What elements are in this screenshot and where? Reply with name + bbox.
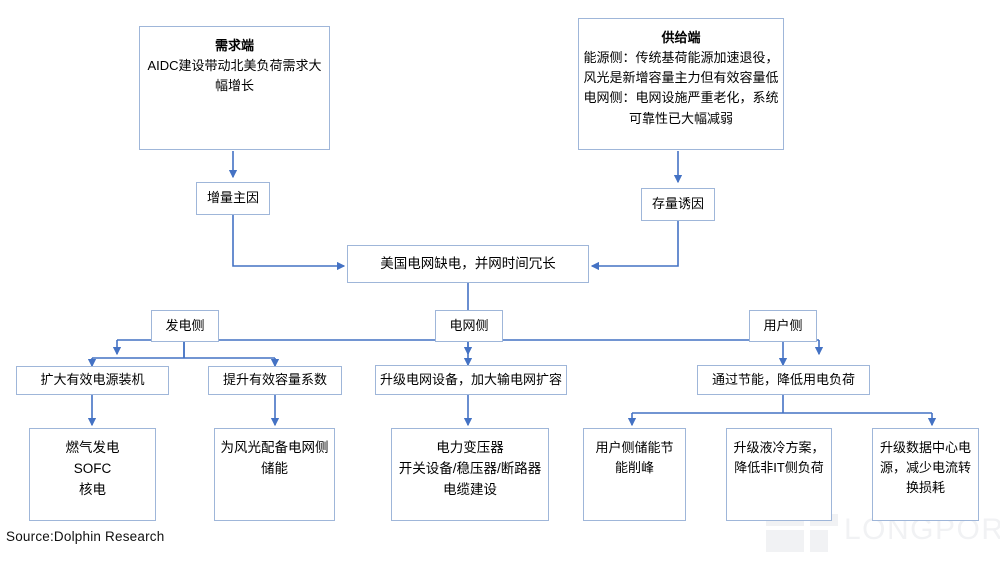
node-supply-side-line-2: 风光是新增容量主力但有效容量低 [583, 70, 779, 86]
node-dc-power[interactable]: 升级数据中心电 源，减少电流转 换损耗 [872, 428, 979, 521]
node-supply-side-title: 供给端 [661, 30, 701, 45]
node-storage-detail-line-2: 储能 [261, 460, 288, 476]
node-liquid-cooling-line-2: 降低非IT侧负荷 [734, 460, 824, 476]
node-stock-cause-label: 存量诱因 [651, 196, 704, 212]
node-reduce-load-label: 通过节能，降低用电负荷 [711, 371, 855, 387]
node-grid-side[interactable]: 电网侧 [435, 310, 503, 342]
node-storage-detail-line-1: 为风光配备电网侧 [220, 440, 329, 455]
node-supply-side-line-1: 能源侧：传统基荷能源加速退役， [583, 50, 779, 66]
node-user-side[interactable]: 用户侧 [749, 310, 817, 342]
node-generation-detail-line-1: 燃气发电 [65, 440, 120, 455]
node-incremental-cause-label: 增量主因 [206, 190, 259, 206]
node-core-problem-label: 美国电网缺电，并网时间冗长 [380, 255, 556, 271]
node-raise-coefficient-label: 提升有效容量系数 [222, 372, 327, 388]
node-supply-side-line-3: 电网侧：电网设施严重老化，系统 [583, 90, 779, 106]
node-generation-side-label: 发电侧 [165, 317, 205, 333]
node-incremental-cause[interactable]: 增量主因 [196, 182, 270, 215]
node-upgrade-grid-label: 升级电网设备，加大输电网扩容 [379, 371, 562, 387]
node-dc-power-line-1: 升级数据中心电 [879, 440, 971, 455]
node-expand-capacity-label: 扩大有效电源装机 [40, 372, 145, 388]
watermark-logo-block-3 [766, 530, 804, 552]
node-user-storage-line-2: 能削峰 [614, 460, 654, 476]
node-expand-capacity[interactable]: 扩大有效电源装机 [16, 366, 169, 395]
node-grid-detail-line-2: 开关设备/稳压器/断路器 [398, 460, 542, 476]
node-generation-detail-line-3: 核电 [79, 481, 106, 497]
node-storage-detail[interactable]: 为风光配备电网侧 储能 [214, 428, 335, 521]
node-liquid-cooling[interactable]: 升级液冷方案， 降低非IT侧负荷 [726, 428, 832, 521]
node-upgrade-grid[interactable]: 升级电网设备，加大输电网扩容 [375, 365, 567, 395]
node-grid-side-label: 电网侧 [449, 317, 489, 333]
node-dc-power-line-2: 源，减少电流转 [879, 460, 971, 476]
node-grid-detail-line-3: 电缆建设 [443, 481, 497, 497]
node-reduce-load[interactable]: 通过节能，降低用电负荷 [697, 365, 870, 395]
node-stock-cause[interactable]: 存量诱因 [641, 188, 715, 221]
node-user-storage[interactable]: 用户侧储能节 能削峰 [583, 428, 686, 521]
node-raise-coefficient[interactable]: 提升有效容量系数 [208, 366, 342, 395]
node-generation-side[interactable]: 发电侧 [151, 310, 219, 342]
node-supply-side-line-4: 可靠性已大幅减弱 [628, 110, 733, 126]
node-demand-side-line-1: AIDC建设带动北美负荷需求大 [147, 58, 322, 74]
node-user-side-label: 用户侧 [763, 317, 803, 333]
node-demand-side-line-2: 幅增长 [214, 78, 254, 94]
node-generation-detail[interactable]: 燃气发电 SOFC 核电 [29, 428, 156, 521]
node-user-storage-line-1: 用户侧储能节 [595, 440, 674, 455]
source-label: Source:Dolphin Research [6, 529, 165, 544]
node-demand-side-title: 需求端 [214, 38, 254, 53]
node-grid-detail[interactable]: 电力变压器 开关设备/稳压器/断路器 电缆建设 [391, 428, 549, 521]
watermark-logo-block-4 [810, 530, 828, 552]
node-grid-detail-line-1: 电力变压器 [436, 440, 504, 455]
node-demand-side[interactable]: 需求端 AIDC建设带动北美负荷需求大 幅增长 [139, 26, 330, 150]
node-supply-side[interactable]: 供给端 能源侧：传统基荷能源加速退役， 风光是新增容量主力但有效容量低 电网侧：… [578, 18, 784, 150]
node-generation-detail-line-2: SOFC [73, 460, 112, 476]
node-dc-power-line-3: 换损耗 [905, 480, 945, 496]
node-liquid-cooling-line-1: 升级液冷方案， [733, 440, 825, 455]
node-core-problem[interactable]: 美国电网缺电，并网时间冗长 [347, 245, 589, 283]
